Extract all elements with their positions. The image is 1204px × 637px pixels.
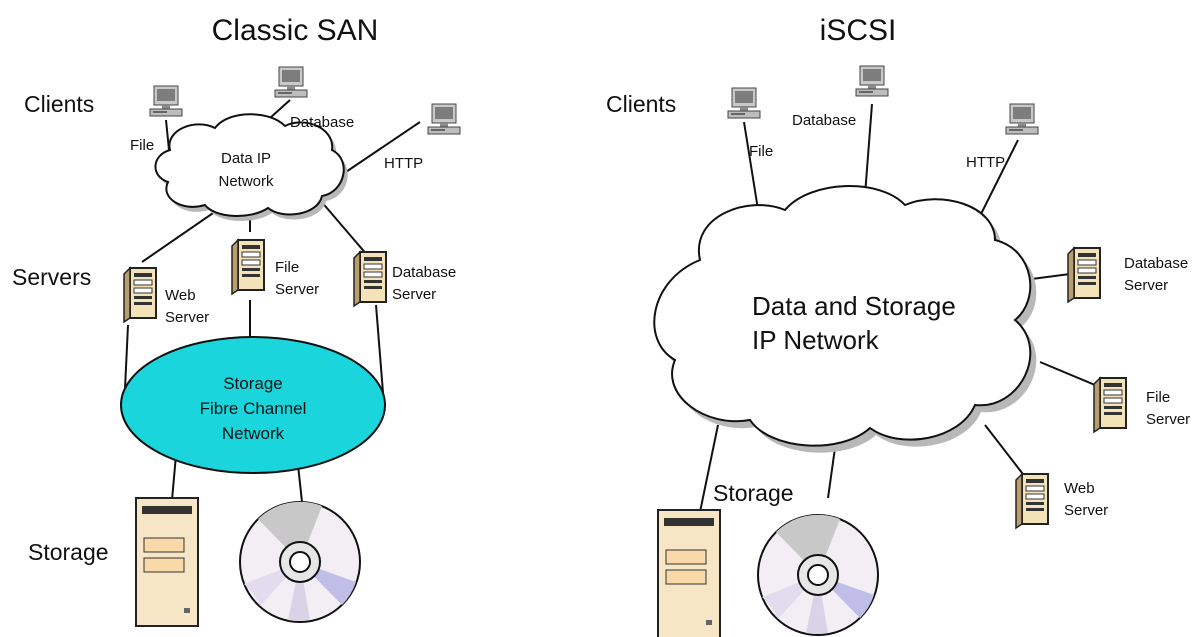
iscsi-file-client-computer-icon: [727, 87, 761, 119]
link-disc-fc: [297, 464, 303, 503]
link-db-server-fc: [375, 304, 385, 406]
link-db-server-cloud: [319, 199, 369, 257]
iscsi-clients-label: Clients: [606, 91, 676, 117]
classic-web-server-label-2: Server: [165, 309, 209, 326]
fibre-channel-network: Storage Fibre Channel Network: [120, 336, 386, 474]
iscsi-database-client-computer-icon: [855, 65, 889, 97]
iscsi-storage-cabinet-icon: [657, 509, 721, 637]
iscsi-web-server-label-1: Web: [1064, 480, 1095, 497]
iscsi-file-server-label-2: Server: [1146, 411, 1190, 428]
iscsi-storage-label: Storage: [713, 480, 794, 506]
iscsi-cloud-line1: Data and Storage: [752, 291, 956, 321]
classic-db-server-label-1: Database: [392, 264, 456, 281]
iscsi-web-server-label-2: Server: [1064, 502, 1108, 519]
iscsi-cloud-line2: IP Network: [752, 325, 880, 355]
iscsi-link-cabinet: [699, 424, 719, 513]
link-http-client: [333, 121, 421, 181]
classic-file-server-label-2: Server: [275, 281, 319, 298]
data-ip-network-cloud: Data IP Network: [154, 113, 348, 221]
iscsi-http-client-computer-icon: [1005, 103, 1039, 135]
classic-cloud-line2: Network: [218, 173, 274, 190]
iscsi-link-disc: [827, 447, 836, 499]
classic-db-server-label-2: Server: [392, 286, 436, 303]
database-client-computer-icon: [274, 66, 308, 98]
classic-client-file-label: File: [130, 137, 154, 154]
classic-client-http-label: HTTP: [384, 155, 423, 172]
iscsi-client-file-label: File: [749, 143, 773, 160]
classic-san-title: Classic SAN: [212, 14, 379, 47]
classic-servers-label: Servers: [12, 264, 91, 290]
http-client-computer-icon: [427, 103, 461, 135]
iscsi-database-server-icon: [1067, 247, 1101, 303]
storage-cabinet-icon: [135, 497, 199, 627]
optical-disc-icon: [239, 500, 361, 623]
classic-san-panel: Classic SAN Clients Servers Storage Data…: [12, 14, 461, 627]
file-server-icon: [231, 239, 265, 295]
iscsi-file-server-label-1: File: [1146, 389, 1170, 406]
classic-storage-label: Storage: [28, 539, 109, 565]
iscsi-link-file-server: [1039, 361, 1096, 386]
iscsi-panel: iSCSI Clients Storage Data and Storage I…: [606, 14, 1190, 637]
classic-file-server-label-1: File: [275, 259, 299, 276]
classic-web-server-label-1: Web: [165, 287, 196, 304]
web-server-icon: [123, 267, 157, 323]
classic-clients-label: Clients: [24, 91, 94, 117]
iscsi-db-server-label-2: Server: [1124, 277, 1168, 294]
iscsi-optical-disc-icon: [757, 513, 879, 636]
iscsi-file-server-icon: [1093, 377, 1127, 433]
iscsi-link-web-server: [984, 424, 1027, 479]
fc-line2: Fibre Channel: [200, 399, 307, 418]
iscsi-client-database-label: Database: [792, 112, 856, 129]
link-cabinet-fc: [171, 454, 177, 501]
iscsi-db-server-label-1: Database: [1124, 255, 1188, 272]
iscsi-client-http-label: HTTP: [966, 154, 1005, 171]
fc-line3: Network: [222, 424, 285, 443]
iscsi-title: iSCSI: [820, 14, 897, 47]
database-server-icon: [353, 251, 387, 307]
iscsi-web-server-icon: [1015, 473, 1049, 529]
file-client-computer-icon: [149, 85, 183, 117]
classic-cloud-line1: Data IP: [221, 150, 271, 167]
classic-client-database-label: Database: [290, 114, 354, 131]
fc-line1: Storage: [223, 374, 283, 393]
data-and-storage-ip-network-cloud: Data and Storage IP Network: [653, 185, 1037, 453]
